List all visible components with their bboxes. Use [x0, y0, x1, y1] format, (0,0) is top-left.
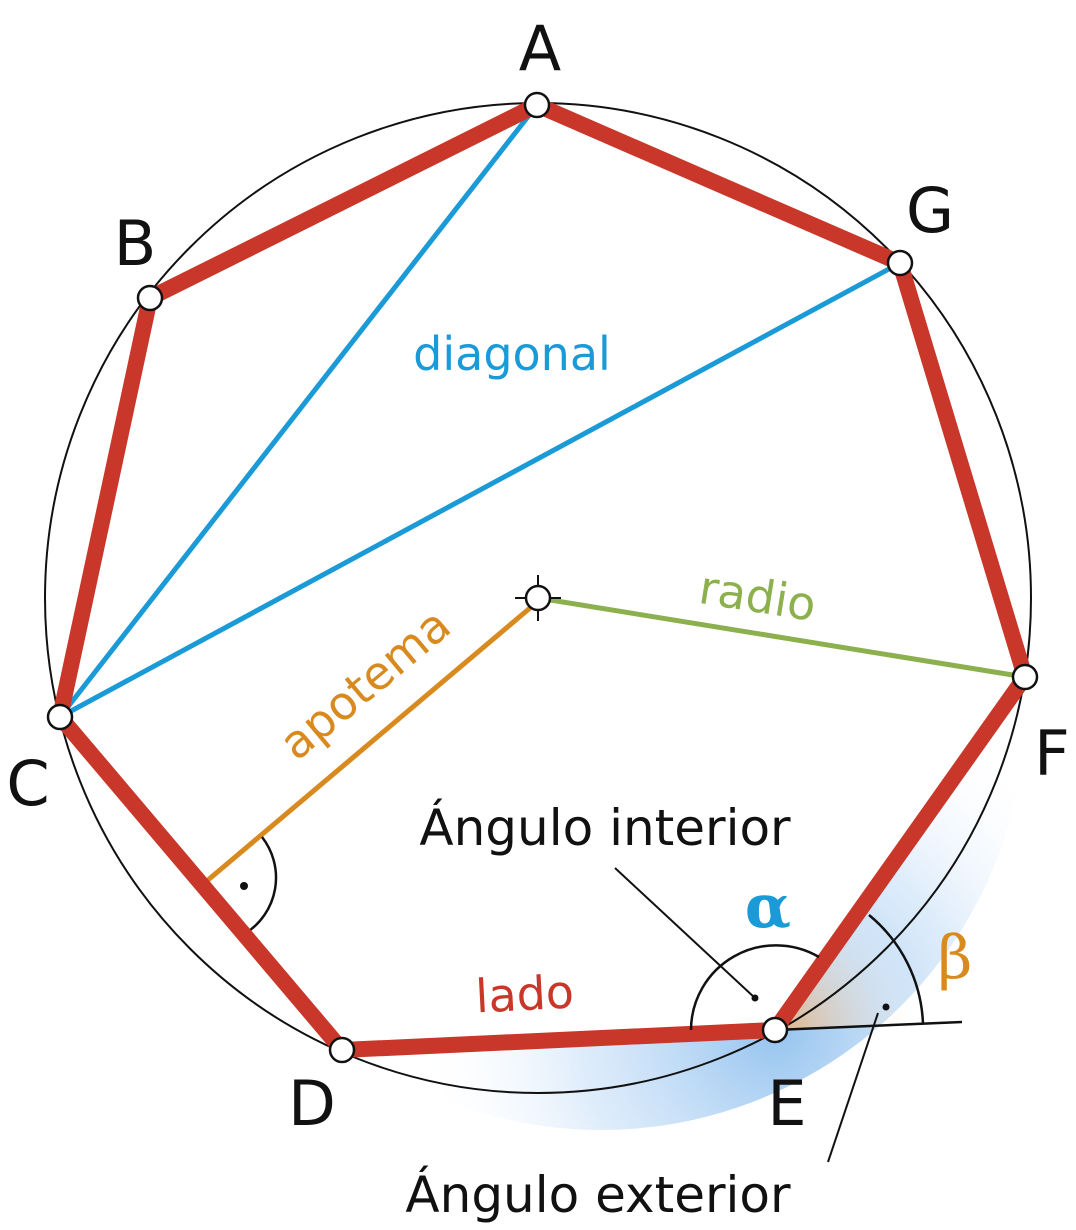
interior-angle-caption: Ángulo interior: [419, 798, 791, 857]
interior-angle-leader: [614, 867, 756, 999]
exterior-angle-caption: Ángulo exterior: [405, 1165, 791, 1224]
exterior-angle-arc: [868, 914, 925, 1025]
vertex-e-point: [761, 1016, 789, 1044]
side-extension-line: [774, 1020, 963, 1032]
exterior-angle-dot: [882, 1003, 890, 1011]
beta-symbol: β: [938, 923, 973, 993]
interior-angle-shading: [350, 677, 1026, 1130]
vertex-label-g: G: [906, 174, 954, 247]
right-angle-dot: [240, 882, 248, 890]
vertex-b-point: [136, 284, 164, 312]
vertex-label-a: A: [519, 12, 561, 85]
exterior-angle-shading: [775, 915, 923, 1030]
right-angle-arc: [245, 836, 278, 935]
vertex-g-point: [886, 249, 914, 277]
vertex-f-point: [1011, 663, 1039, 691]
diagonal-label: diagonal: [413, 327, 611, 381]
vertex-label-c: C: [6, 747, 49, 820]
radius-label: radio: [696, 560, 820, 632]
exterior-angle-leader: [827, 1012, 879, 1163]
vertex-a-point: [523, 91, 551, 119]
apothem-line: [206, 606, 532, 882]
diagonal-cg: [58, 260, 902, 720]
center-marker: [515, 575, 561, 621]
vertex-label-b: B: [114, 207, 157, 280]
vertex-label-e: E: [767, 1067, 806, 1140]
vertex-label-f: F: [1034, 717, 1070, 790]
vertex-d-point: [328, 1036, 356, 1064]
interior-angle-arc: [689, 944, 820, 1031]
vertex-c-point: [46, 703, 74, 731]
side-label: lado: [474, 964, 575, 1023]
radius-line: [537, 595, 1026, 680]
heptagon-sides: [51, 96, 1034, 1059]
diagonal-ca: [58, 103, 539, 719]
vertex-label-d: D: [288, 1067, 336, 1140]
alpha-symbol: α: [745, 872, 791, 942]
